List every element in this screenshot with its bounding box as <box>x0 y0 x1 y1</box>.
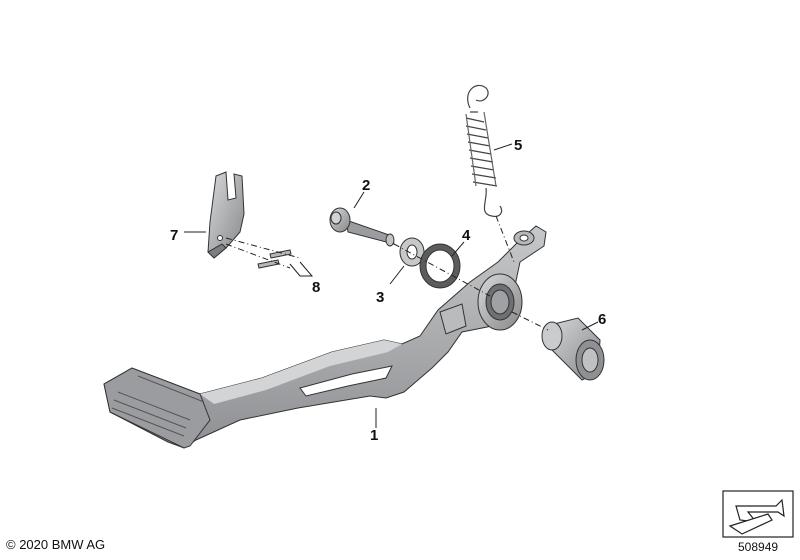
callout-3: 3 <box>376 289 384 306</box>
bushing <box>541 317 605 381</box>
bolt <box>329 207 395 247</box>
diagram-number: 508949 <box>738 540 779 554</box>
callout-5: 5 <box>514 137 522 154</box>
assembly-lines <box>225 215 549 331</box>
callout-8: 8 <box>312 279 320 296</box>
return-arrow-icon[interactable] <box>722 490 794 538</box>
callout-4: 4 <box>462 227 471 244</box>
bracket <box>207 171 245 259</box>
o-ring <box>419 243 461 289</box>
callout-1: 1 <box>370 427 378 444</box>
callout-2: 2 <box>362 177 370 194</box>
screws <box>257 249 292 269</box>
tension-spring <box>465 84 503 217</box>
brake-pedal <box>103 225 547 449</box>
callout-6: 6 <box>598 311 606 328</box>
pedal-grip-ridges <box>111 375 205 437</box>
copyright-text: © 2020 BMW AG <box>6 537 106 552</box>
callout-7: 7 <box>170 227 178 244</box>
leader-lines <box>184 143 599 428</box>
